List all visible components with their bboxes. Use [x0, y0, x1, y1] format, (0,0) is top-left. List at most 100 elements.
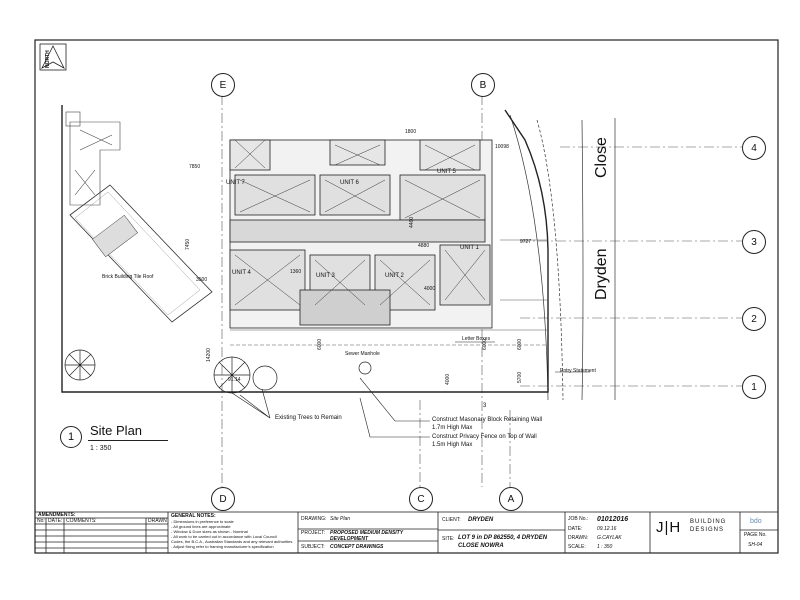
- company-logo-line2: DESIGNS: [690, 527, 725, 533]
- dimension: 5700: [517, 371, 523, 383]
- roof-lines: [234, 139, 486, 306]
- general-note: - All work to be carried out in accordan…: [171, 534, 277, 539]
- job-number: 01012016: [597, 516, 629, 523]
- site-boundary: [61, 105, 549, 393]
- north-arrow: [39, 43, 67, 71]
- grid-bubble-2: 2: [742, 307, 766, 331]
- scale-value: 1 : 350: [597, 544, 613, 550]
- site-label: SITE:: [442, 536, 455, 542]
- existing-structure: [65, 111, 121, 206]
- amend-col-drawn: DRAWN: [148, 518, 167, 524]
- neighbour-label: Brick Building Tile Roof: [102, 274, 154, 280]
- grid-label: B: [479, 79, 487, 91]
- grid-bubble-b: B: [471, 73, 495, 97]
- date-value: 09.12.16: [597, 526, 617, 532]
- grid-label: D: [219, 493, 227, 505]
- general-note: - Dimensions in preference to scale: [171, 519, 234, 524]
- callout-trees: Existing Trees to Remain: [275, 415, 342, 421]
- dimension: 6000: [517, 338, 523, 350]
- unit-label: UNIT 2: [385, 273, 404, 279]
- grid-label: 4: [751, 142, 757, 154]
- project-line2: DEVELOPMENT: [330, 536, 369, 542]
- grid-bubble-4: 4: [742, 136, 766, 160]
- amend-col-date: DATE:: [48, 518, 63, 524]
- drawn-value: G.CAYLAK: [597, 535, 622, 541]
- title-block-frame: [34, 511, 779, 554]
- company-logo-line1: BUILDING: [690, 519, 727, 525]
- street-name-close: Close: [593, 137, 610, 178]
- dimension: 1360: [290, 269, 302, 275]
- plan-title-underline: [88, 440, 168, 441]
- dimension: 6000: [317, 338, 323, 350]
- dimension: 4000: [424, 286, 436, 292]
- amendments-header: AMENDMENTS:: [38, 512, 76, 518]
- dimension: 4880: [418, 243, 430, 249]
- site-line1: LOT 9 in DP 862550, 4 DRYDEN: [458, 535, 548, 541]
- general-note: - Adjust fixing refer to framing manufac…: [171, 544, 274, 549]
- bdo-badge: bdo: [750, 518, 762, 525]
- plan-scale: 1 : 350: [90, 445, 112, 452]
- grid-bubble-c: C: [409, 487, 433, 511]
- general-note: - All ground lines are approximate: [171, 524, 231, 529]
- general-note: - Window & Door sizes as shown - Nominal: [171, 529, 248, 534]
- dimension: 3500: [196, 277, 208, 283]
- dimension: 4000: [445, 373, 451, 385]
- grid-label: 2: [751, 313, 757, 325]
- dimension: 10098: [495, 144, 509, 150]
- amend-col-no: No:: [37, 518, 45, 524]
- grid-bubble-3: 3: [742, 230, 766, 254]
- job-label: JOB No.:: [568, 516, 589, 522]
- grid-bubble-e: E: [211, 73, 235, 97]
- unit-label: UNIT 6: [340, 180, 359, 186]
- callout-fence-title: Construct Privacy Fence on Top of Wall: [432, 434, 537, 440]
- site-line2: CLOSE NOWRA: [458, 543, 504, 549]
- lot-number: 3: [483, 403, 487, 409]
- dimension: 14200: [206, 348, 212, 362]
- driveway: [230, 239, 548, 346]
- grid-bubble-a: A: [499, 487, 523, 511]
- page-label: PAGE No.: [744, 532, 767, 538]
- scale-label: SCALE:: [568, 544, 586, 550]
- dimension: 7450: [185, 238, 191, 250]
- road-reserve: [509, 114, 616, 401]
- grid-bubble-d: D: [211, 487, 235, 511]
- dimension: 4460: [409, 216, 415, 228]
- general-notes-title: GENERAL NOTES:: [171, 513, 216, 519]
- street-name-dryden: Dryden: [593, 248, 610, 300]
- grid-bubble-1: 1: [742, 375, 766, 399]
- grid-label: E: [219, 79, 227, 91]
- callout-wall-title: Construct Masonary Block Retaining Wall: [432, 417, 543, 423]
- letter-boxes-label: Letter Boxes: [462, 336, 491, 342]
- unit-label: UNIT 7: [226, 180, 245, 186]
- sewer-manhole-label: Sewer Manhole: [345, 351, 380, 357]
- plan-title: Site Plan: [90, 423, 143, 438]
- dimension: 1800: [405, 129, 417, 135]
- unit-label: UNIT 3: [316, 273, 335, 279]
- amend-col-comments: COMMENTS:: [66, 518, 97, 524]
- leader-lines: [231, 341, 590, 438]
- subject-label: SUBJECT:: [301, 544, 325, 550]
- existing-trees: [64, 349, 372, 394]
- subject-value: CONCEPT DRAWINGS: [330, 544, 384, 550]
- callout-wall-height: 1.7m High Max: [432, 425, 473, 431]
- drawn-label: DRAWN:: [568, 535, 589, 541]
- drawing-value: Site Plan: [330, 516, 351, 522]
- drawing-label: DRAWING:: [301, 516, 327, 522]
- project-line1: PROPOSED MEDIUM DENSITY: [330, 530, 404, 536]
- spot-level: 91.14: [228, 377, 241, 383]
- grid-label: C: [417, 493, 425, 505]
- unit-label: UNIT 4: [232, 270, 251, 276]
- grid-label: 1: [751, 381, 757, 393]
- unit-label: UNIT 1: [460, 245, 479, 251]
- company-logo-mark: J|H: [656, 519, 682, 536]
- unit-label: UNIT 5: [437, 169, 456, 175]
- general-note: Codes, the B.C.A., Australian Standards …: [171, 539, 293, 544]
- project-label: PROJECT:: [301, 530, 326, 536]
- client-label: CLIENT:: [442, 517, 461, 523]
- client-value: DRYDEN: [468, 517, 494, 523]
- callout-fence-height: 1.5m High Max: [432, 442, 473, 448]
- dimension: 7850: [189, 164, 201, 170]
- grid-label: 3: [751, 236, 757, 248]
- page-number: SH-04: [748, 542, 763, 548]
